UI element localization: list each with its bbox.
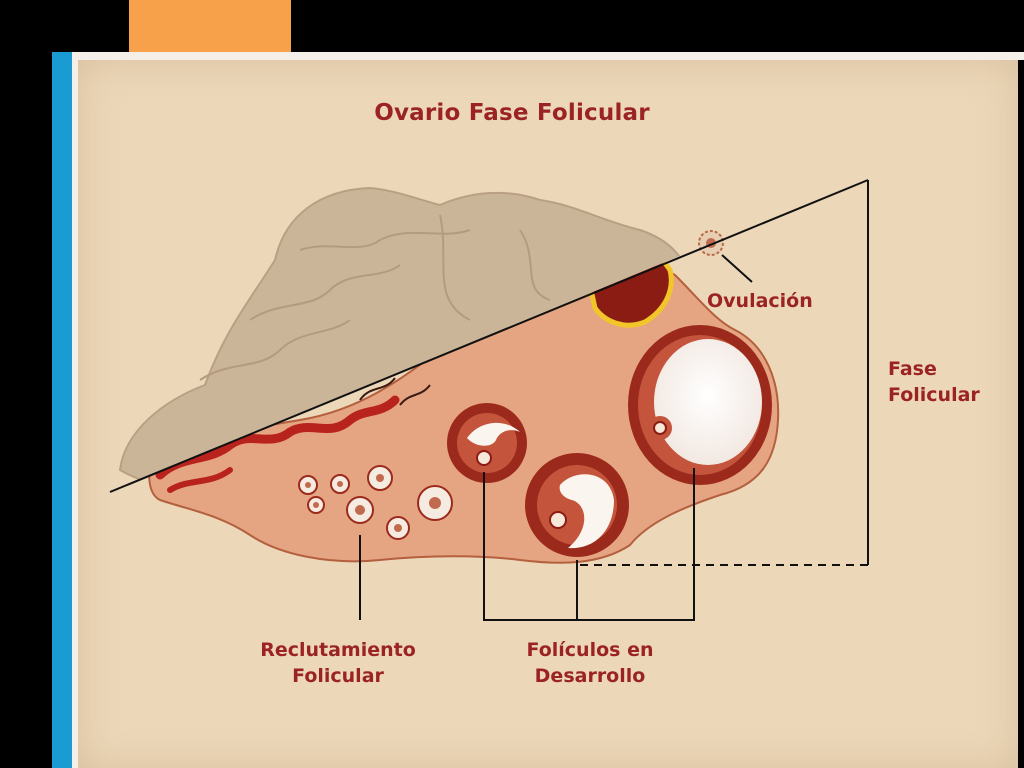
label-ovulacion-text: Ovulación <box>707 290 813 312</box>
label-fase-line1: Fase <box>888 358 937 380</box>
label-fase-line2: Folicular <box>888 384 980 406</box>
panel-left-edge <box>72 52 78 768</box>
small-follicle-oocytes <box>305 474 441 532</box>
panel-top-edge <box>72 52 1024 60</box>
ovulation-leader-line <box>721 254 753 283</box>
label-ovulacion: Ovulación <box>707 288 813 314</box>
dominant-follicle <box>628 325 772 485</box>
label-reclutamiento-line2: Folicular <box>292 665 384 687</box>
released-oocyte <box>698 230 724 256</box>
label-foliculos: Folículos en Desarrollo <box>500 637 680 689</box>
label-fase-folicular: Fase Folicular <box>888 356 980 408</box>
diagram-title: Ovario Fase Folicular <box>374 100 650 126</box>
label-reclutamiento-line1: Reclutamiento <box>260 639 416 661</box>
label-foliculos-line2: Desarrollo <box>534 665 646 687</box>
label-reclutamiento: Reclutamiento Folicular <box>248 637 428 689</box>
developing-follicle-small <box>447 403 527 483</box>
orange-tab-decoration <box>129 0 291 60</box>
developing-follicle-medium <box>525 453 629 557</box>
divider-line <box>109 179 869 493</box>
label-foliculos-line1: Folículos en <box>526 639 654 661</box>
developing-follicles-bracket <box>483 468 695 621</box>
